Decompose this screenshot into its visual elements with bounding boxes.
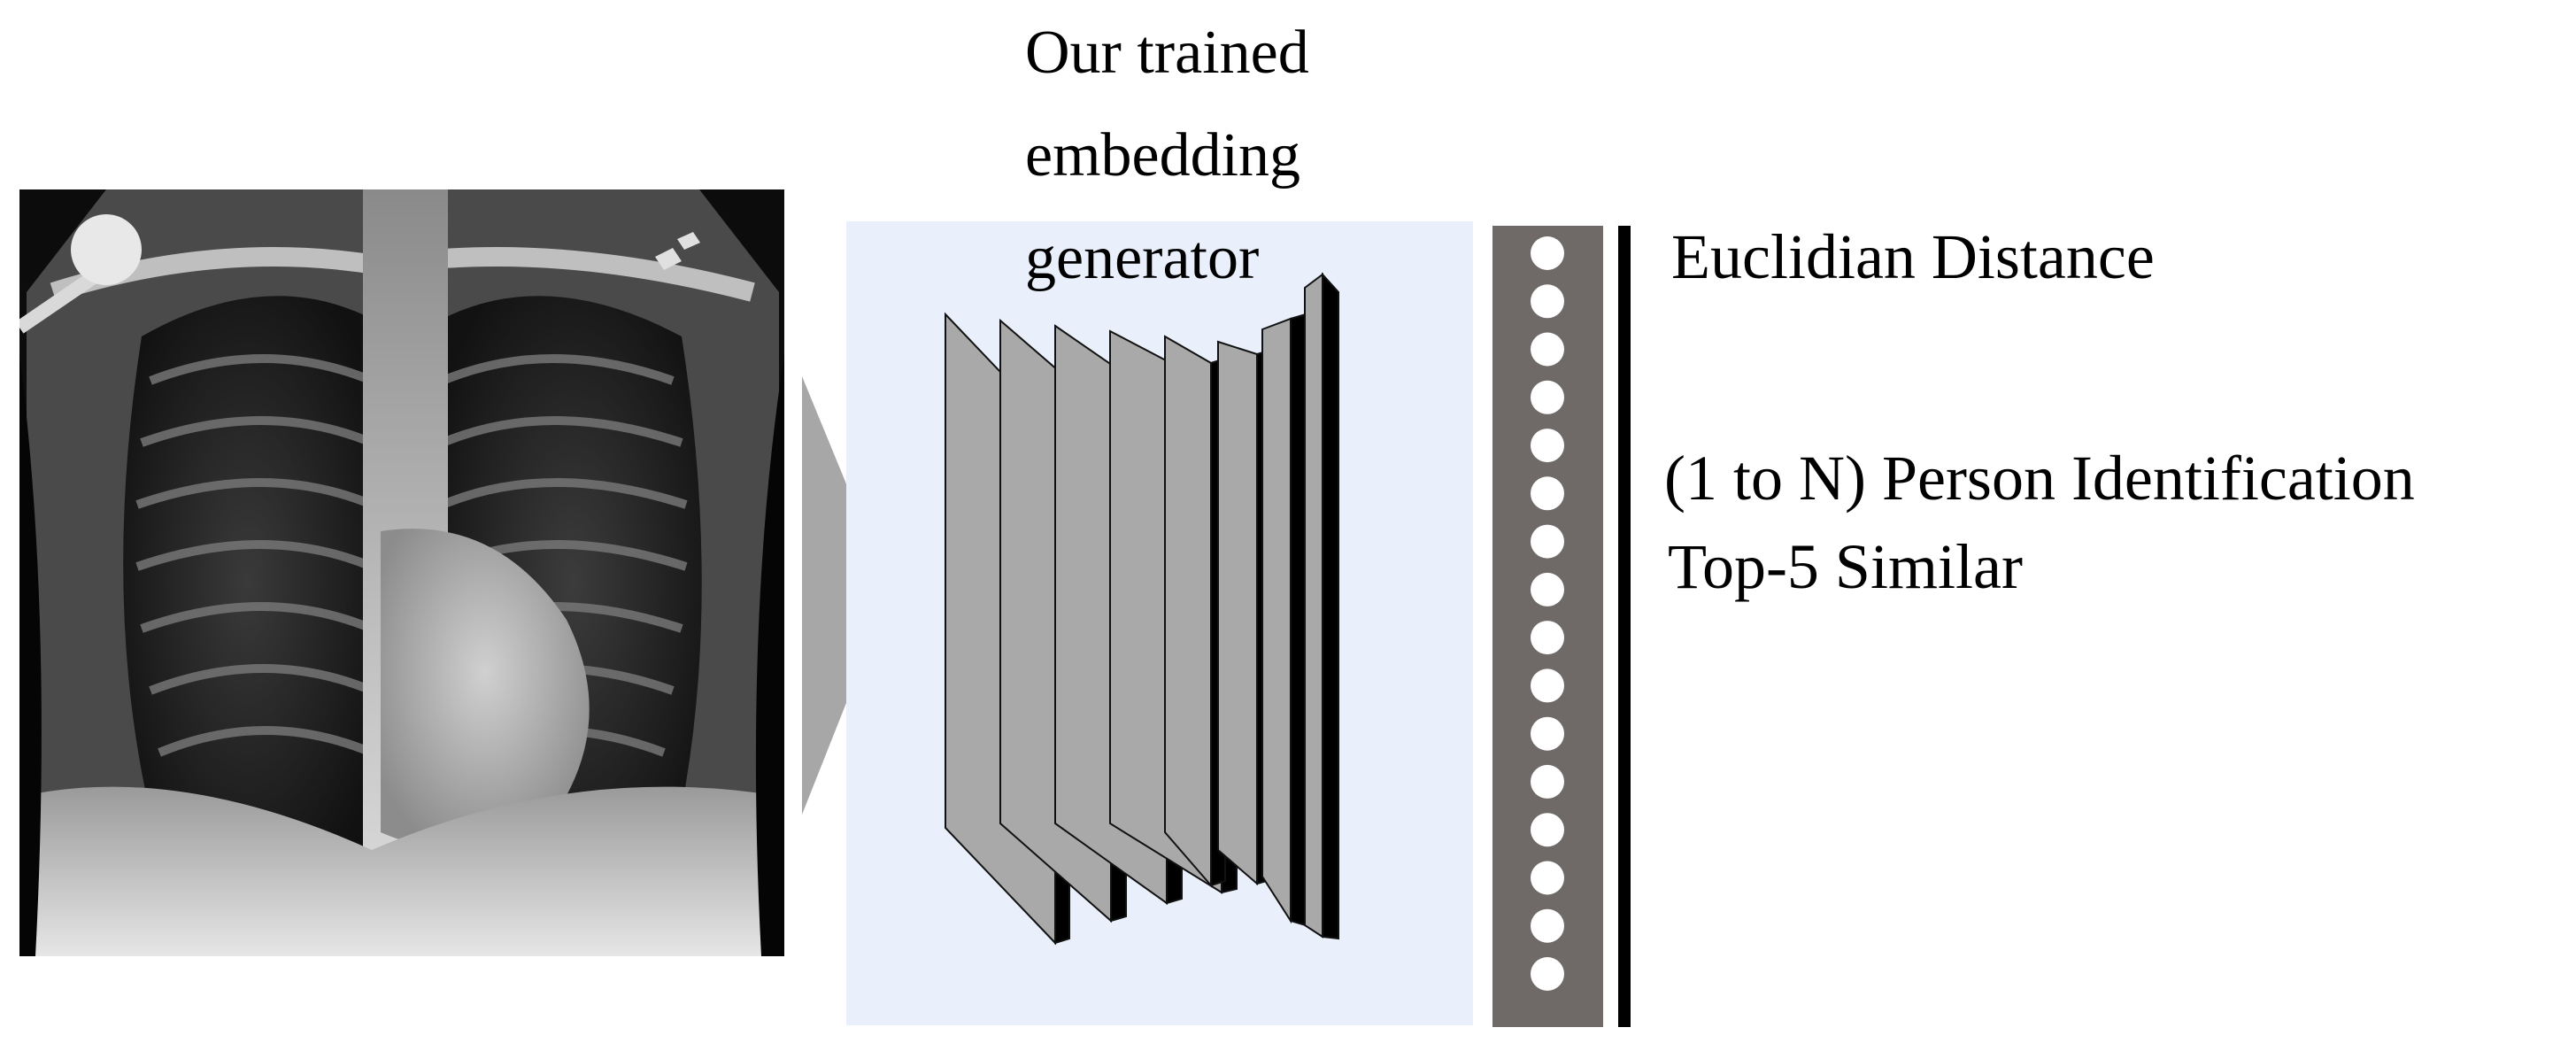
embedding-node: [1531, 957, 1564, 991]
embedding-node: [1531, 524, 1564, 559]
embedding-node: [1531, 572, 1564, 606]
embedding-node: [1531, 668, 1564, 703]
identification-label: (1 to N) Person Identification: [1664, 443, 2415, 514]
generator-label-line-2: embedding: [1025, 121, 1301, 189]
distance-metric-label: Euclidian Distance: [1671, 221, 2155, 292]
embedding-node: [1531, 332, 1564, 367]
chest-xray-image: [19, 189, 784, 956]
embedding-node: [1531, 621, 1564, 655]
embedding-node: [1531, 764, 1564, 799]
embedding-node: [1531, 716, 1564, 751]
embedding-node: [1531, 813, 1564, 847]
embedding-node: [1531, 236, 1564, 270]
network-layers-icon: [945, 272, 1339, 946]
top-k-label: Top-5 Similar: [1668, 531, 2023, 602]
embedding-node: [1531, 861, 1564, 895]
embedding-nodes: [1531, 236, 1564, 991]
embedding-node: [1531, 380, 1564, 414]
generator-label: Our trained embedding generator: [1025, 2, 1309, 310]
embedding-node: [1531, 429, 1564, 463]
embedding-node: [1531, 476, 1564, 511]
generator-label-line-3: generator: [1025, 224, 1260, 292]
embedding-node: [1531, 284, 1564, 319]
generator-label-line-1: Our trained: [1025, 19, 1309, 87]
embedding-node: [1531, 908, 1564, 943]
separator-line: [1618, 226, 1631, 1027]
